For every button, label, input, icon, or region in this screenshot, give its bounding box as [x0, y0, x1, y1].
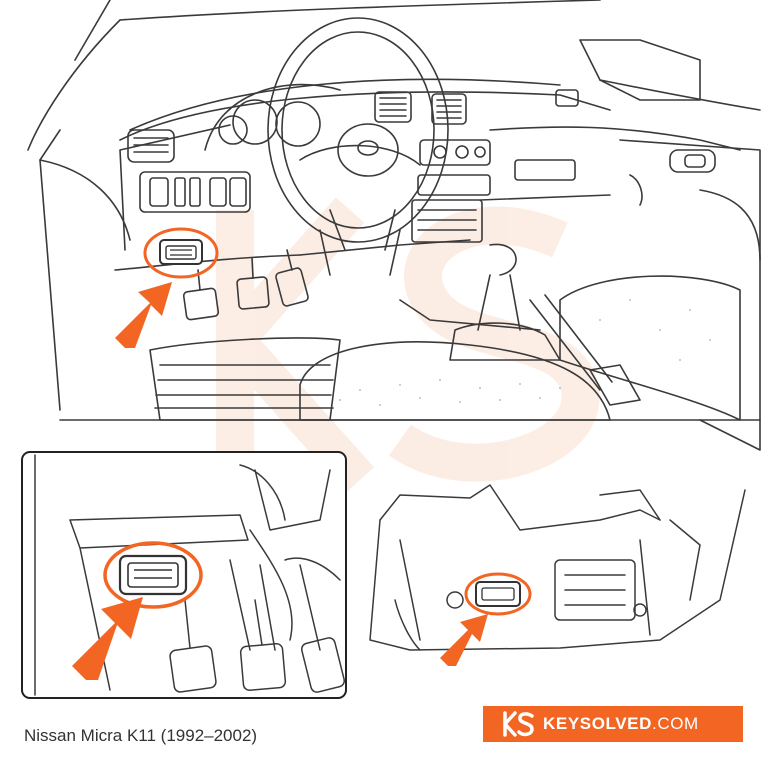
brand-name-bold: KEYSOLVED [543, 714, 652, 733]
ks-logo-icon [503, 711, 534, 737]
interior-scene [27, 0, 761, 451]
brand-name-domain: .COM [652, 714, 699, 733]
caption: Nissan Micra K11 (1992–2002) [24, 726, 258, 745]
arrow-icon [440, 614, 488, 666]
arrow-icon [115, 282, 172, 348]
inset-detail-right [369, 484, 746, 651]
obd-port-under-dash [440, 572, 532, 666]
inset-detail-left [21, 451, 347, 699]
seat-texture [339, 299, 711, 406]
arrow-icon [72, 597, 143, 680]
brand-badge[interactable]: KEYSOLVED.COM [483, 706, 743, 742]
brand-name: KEYSOLVED.COM [543, 714, 699, 734]
obd-port-main [143, 227, 219, 279]
